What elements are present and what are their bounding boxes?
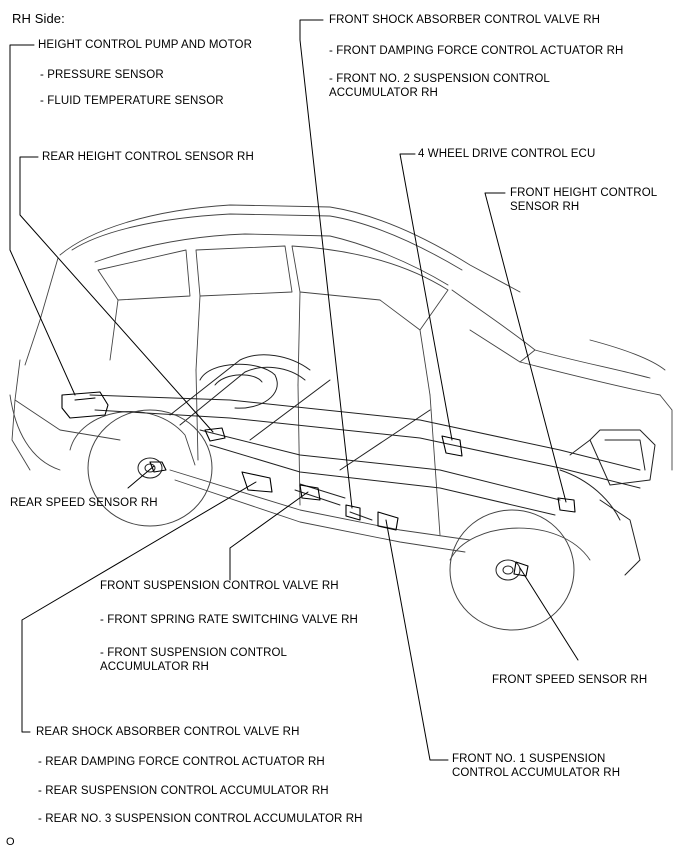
label-rear-height-control-sensor: REAR HEIGHT CONTROL SENSOR RH [42,151,254,163]
label-fluid-temperature-sensor: - FLUID TEMPERATURE SENSOR [40,95,224,107]
label-front-spring-rate-valve: - FRONT SPRING RATE SWITCHING VALVE RH [100,614,358,626]
label-rear-speed-sensor: REAR SPEED SENSOR RH [10,497,158,509]
label-rear-suspension-accumulator: - REAR SUSPENSION CONTROL ACCUMULATOR RH [38,785,329,797]
leader-lines [9,19,579,761]
label-front-suspension-accumulator-line1: - FRONT SUSPENSION CONTROL [100,647,288,659]
vehicle-frame [89,354,656,576]
label-front-height-sensor-line1: FRONT HEIGHT CONTROL [510,187,658,199]
components [61,391,576,577]
front-wheel [449,509,575,631]
label-rear-shock-absorber-valve: REAR SHOCK ABSORBER CONTROL VALVE RH [36,726,300,738]
label-front-no1-accumulator-line1: FRONT NO. 1 SUSPENSION [452,753,606,765]
label-front-damping-actuator: - FRONT DAMPING FORCE CONTROL ACTUATOR R… [329,45,624,57]
label-front-suspension-accumulator-line2: ACCUMULATOR RH [100,661,209,673]
label-pressure-sensor: - PRESSURE SENSOR [40,69,164,81]
rear-wheel [87,409,213,527]
figure-code: O [6,836,15,848]
side-label: RH Side: [12,11,65,26]
label-front-height-sensor-line2: SENSOR RH [510,201,580,213]
label-rear-no3-accumulator: - REAR NO. 3 SUSPENSION CONTROL ACCUMULA… [38,813,363,825]
label-front-no2-accumulator-line1: - FRONT NO. 2 SUSPENSION CONTROL [329,73,550,85]
label-front-no2-accumulator-line2: ACCUMULATOR RH [329,87,438,99]
label-front-shock-absorber-valve: FRONT SHOCK ABSORBER CONTROL VALVE RH [329,14,601,26]
label-height-control-pump: HEIGHT CONTROL PUMP AND MOTOR [38,39,252,51]
label-front-suspension-control-valve: FRONT SUSPENSION CONTROL VALVE RH [100,580,339,592]
label-rear-damping-actuator: - REAR DAMPING FORCE CONTROL ACTUATOR RH [38,756,325,768]
label-front-speed-sensor: FRONT SPEED SENSOR RH [492,674,648,686]
label-4wd-control-ecu: 4 WHEEL DRIVE CONTROL ECU [418,148,596,160]
label-front-no1-accumulator-line2: CONTROL ACCUMULATOR RH [452,767,621,779]
